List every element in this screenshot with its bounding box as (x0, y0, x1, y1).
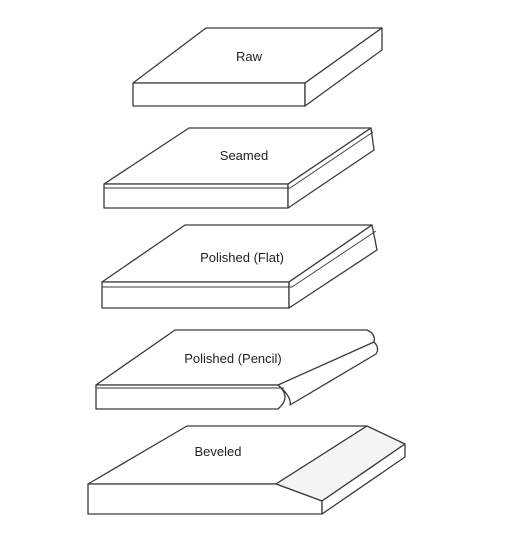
slab-polished-flat-chamfer-side (291, 230, 377, 288)
slab-beveled-label: Beveled (195, 444, 242, 459)
slab-raw-front (132, 82, 306, 107)
slab-seamed: Seamed (103, 127, 375, 209)
slab-polished-pencil-front (95, 384, 286, 410)
slab-polished-flat-side (288, 224, 378, 309)
slab-polished-pencil-side (277, 341, 379, 406)
slab-polished-pencil: Polished (Pencil) (95, 329, 379, 410)
slab-beveled: Beveled (87, 425, 406, 515)
slab-raw-side (304, 27, 383, 107)
slab-seamed-chamfer-side (289, 131, 374, 189)
slab-beveled-side (321, 443, 406, 515)
slab-polished-flat-label: Polished (Flat) (200, 250, 284, 265)
slab-polished-pencil-label: Polished (Pencil) (184, 351, 282, 366)
slab-raw: Raw (132, 27, 383, 107)
slab-polished-flat-front (101, 281, 290, 309)
slab-raw-label: Raw (236, 49, 263, 64)
slab-polished-flat: Polished (Flat) (101, 224, 378, 309)
slab-seamed-label: Seamed (220, 148, 268, 163)
slab-beveled-front (87, 483, 323, 515)
slab-seamed-side (287, 127, 375, 209)
